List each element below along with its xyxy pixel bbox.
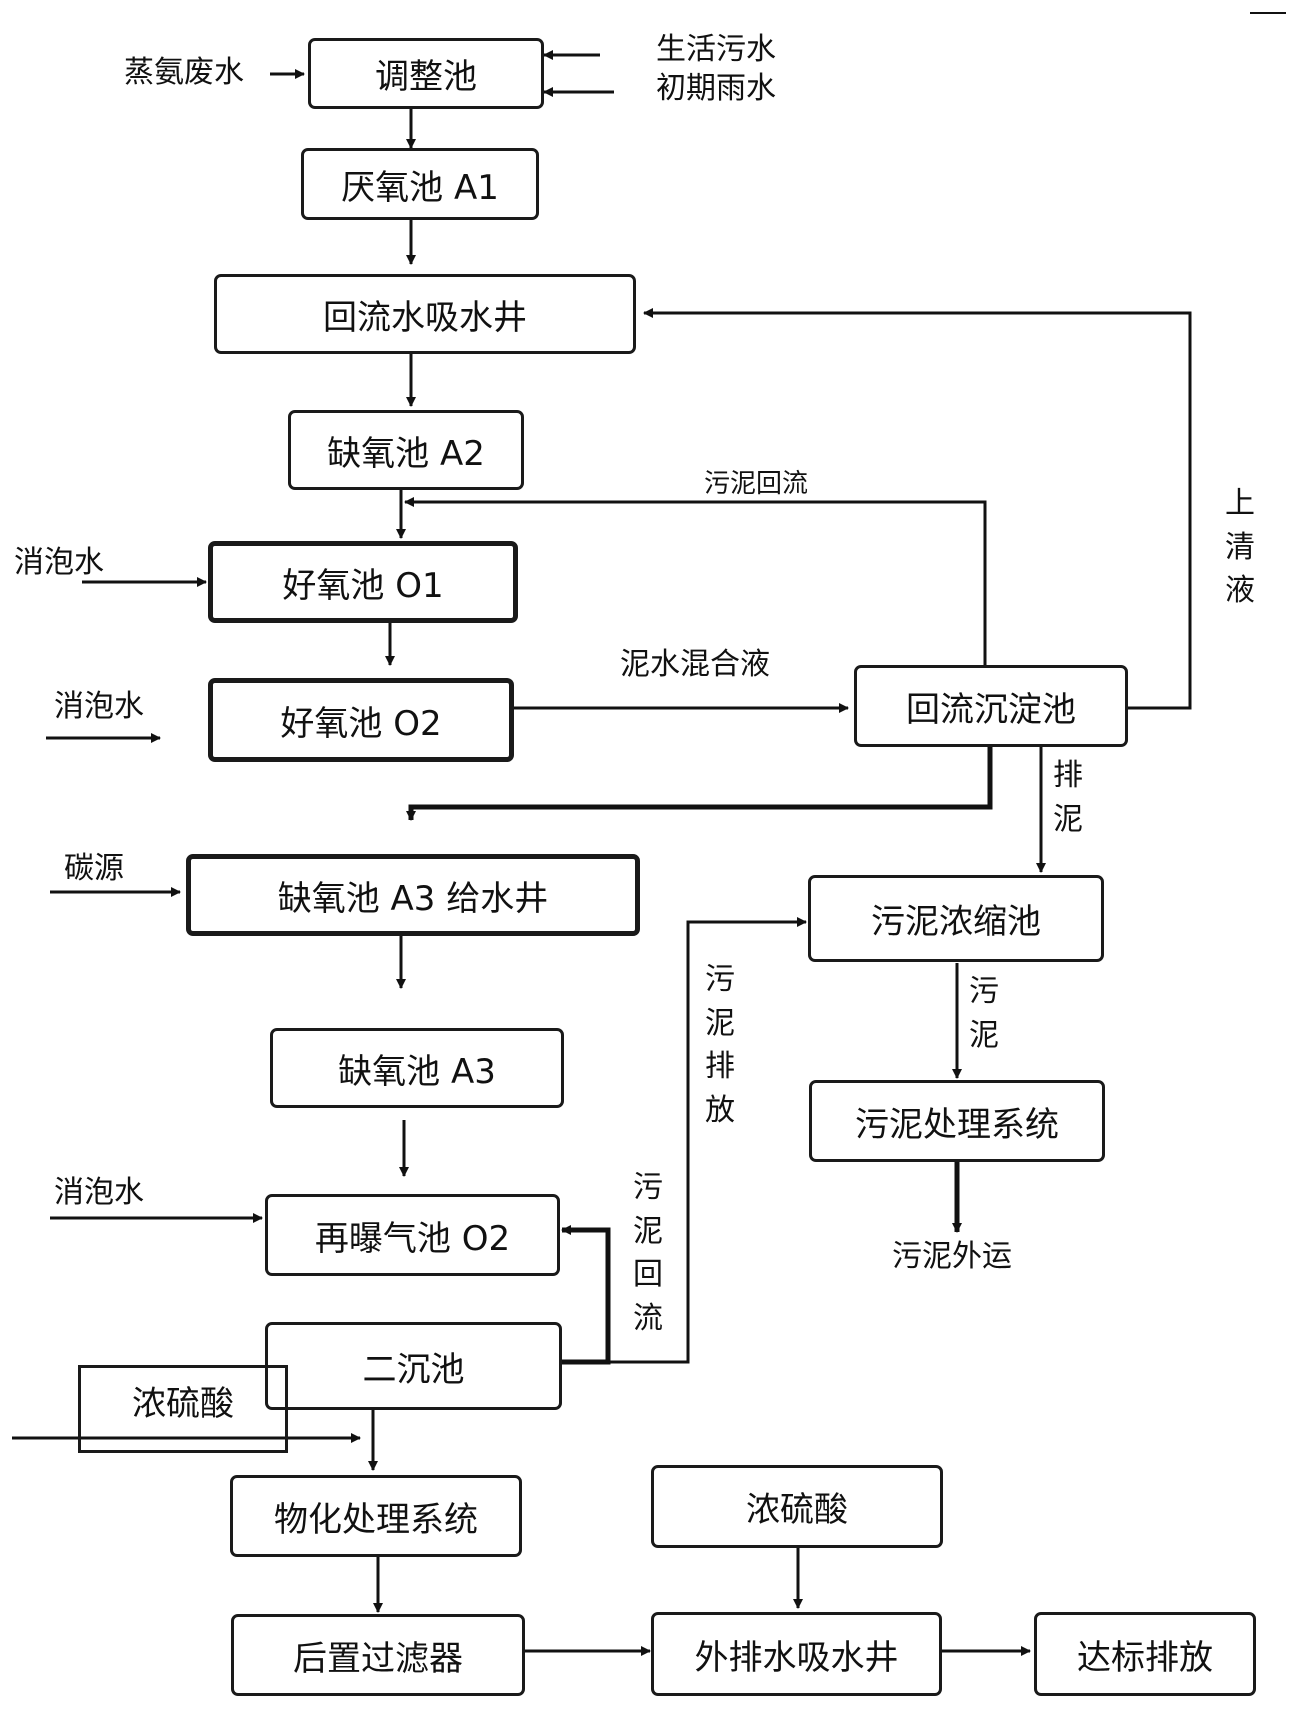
wunipaifang-label: 污泥排放 (705, 962, 735, 1128)
corner-mark (1250, 12, 1286, 14)
arrow-shangqingye (643, 308, 1192, 710)
wuhua-label: 物化处理系统 (274, 1499, 478, 1540)
queyang-a2-label: 缺氧池 A2 (327, 433, 485, 474)
wunihuiliu-side-label: 污泥回流 (633, 1170, 663, 1336)
wuniwaiyun-label: 污泥外运 (892, 1239, 1012, 1274)
wuni-nongsuo-label: 污泥浓缩池 (871, 902, 1041, 942)
nishuihunheye-label: 泥水混合液 (620, 647, 770, 682)
arrow-wunihuiliu-side (560, 1225, 611, 1365)
wuni-chuli-box: 污泥处理系统 (809, 1080, 1105, 1162)
huiliu-xishuijing-box: 回流水吸水井 (214, 274, 636, 354)
huiliu-chendian-label: 回流沉淀池 (906, 689, 1076, 730)
waipai-xishuijing-box: 外排水吸水井 (651, 1612, 942, 1696)
nongliusuan-2-label: 浓硫酸 (746, 1490, 848, 1530)
tiaozhengchi-box: 调整池 (308, 38, 544, 109)
wuhua-box: 物化处理系统 (230, 1475, 522, 1557)
queyang-a3-box: 缺氧池 A3 (270, 1028, 564, 1108)
arrow-to-a3-geishui (406, 746, 993, 821)
yanyang-a1-label: 厌氧池 A1 (341, 167, 499, 208)
queyang-a2-box: 缺氧池 A2 (288, 410, 524, 490)
queyang-a3-geishui-box: 缺氧池 A3 给水井 (186, 854, 640, 936)
zhenganfeishui-label: 蒸氨废水 (124, 55, 244, 90)
chuqiyushui-label: 初期雨水 (656, 71, 776, 106)
wuni-nongsuo-box: 污泥浓缩池 (808, 875, 1104, 962)
erchen-label: 二沉池 (362, 1349, 465, 1390)
zaipuqi-o2-box: 再曝气池 O2 (265, 1194, 560, 1276)
yanyang-a1-box: 厌氧池 A1 (301, 148, 539, 220)
nongliusuan-1-label: 浓硫酸 (132, 1384, 234, 1424)
houzhi-lvqi-label: 后置过滤器 (293, 1638, 463, 1679)
arrow-wunihuiliu-top (404, 497, 987, 667)
huiliu-chendian-box: 回流沉淀池 (854, 665, 1128, 747)
wunihuiliu-top-label: 污泥回流 (704, 469, 809, 499)
erchen-box: 二沉池 (265, 1322, 562, 1410)
dabiao-label: 达标排放 (1077, 1637, 1213, 1678)
wuni-mid-label: 污泥 (969, 974, 999, 1053)
zaipuqi-o2-label: 再曝气池 O2 (314, 1218, 511, 1259)
haoyang-o2-box: 好氧池 O2 (208, 678, 514, 762)
queyang-a3-geishui-label: 缺氧池 A3 给水井 (277, 878, 549, 919)
haoyang-o1-label: 好氧池 O1 (282, 565, 444, 606)
waipai-xishuijing-label: 外排水吸水井 (694, 1637, 899, 1678)
dabiao-box: 达标排放 (1034, 1612, 1256, 1696)
tanyuan-label: 碳源 (64, 851, 124, 886)
haoyang-o2-label: 好氧池 O2 (280, 703, 442, 744)
xiaopaoshui-1-label: 消泡水 (14, 545, 104, 580)
haoyang-o1-box: 好氧池 O1 (208, 541, 518, 623)
shangqingye-label: 上清液 (1225, 486, 1255, 608)
huiliu-xishuijing-label: 回流水吸水井 (323, 297, 527, 338)
wuni-chuli-label: 污泥处理系统 (855, 1104, 1059, 1145)
houzhi-lvqi-box: 后置过滤器 (231, 1614, 525, 1696)
nongliusuan-1-box: 浓硫酸 (78, 1365, 288, 1453)
shenghuowushui-label: 生活污水 (656, 32, 776, 67)
xiaopaoshui-3-label: 消泡水 (54, 1175, 144, 1210)
xiaopaoshui-2-label: 消泡水 (54, 689, 144, 724)
queyang-a3-label: 缺氧池 A3 (338, 1051, 496, 1092)
nongliusuan-2-box: 浓硫酸 (651, 1465, 943, 1548)
paini-label: 排泥 (1053, 758, 1083, 837)
tiaozhengchi-label: 调整池 (375, 57, 477, 97)
arrow-wunipaifang (608, 917, 807, 1364)
